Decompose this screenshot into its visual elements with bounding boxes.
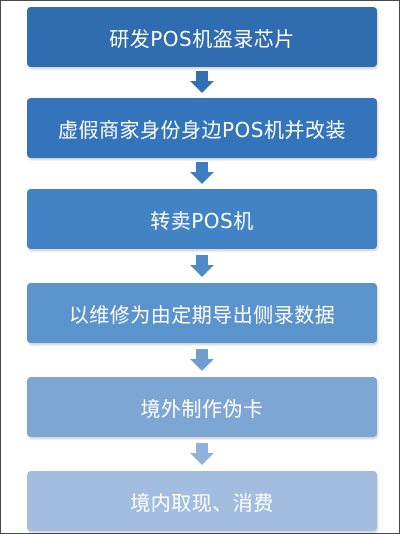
step-label: 虚假商家身份身边POS机并改装 <box>58 117 346 142</box>
down-arrow-shape <box>190 255 214 277</box>
down-arrow-shape <box>190 349 214 371</box>
down-arrow-path <box>190 71 214 93</box>
step-cash-withdrawal: 境内取现、消费 <box>27 471 377 531</box>
step-label: 转卖POS机 <box>150 208 254 233</box>
step-label: 研发POS机盗录芯片 <box>109 26 295 51</box>
down-arrow-path <box>190 255 214 277</box>
down-arrow-icon <box>190 255 214 277</box>
down-arrow-icon <box>190 71 214 93</box>
down-arrow-path <box>190 349 214 371</box>
down-arrow-icon <box>190 443 214 465</box>
down-arrow-shape <box>190 71 214 93</box>
step-fake-merchant: 虚假商家身份身边POS机并改装 <box>27 98 377 158</box>
down-arrow-path <box>190 443 214 465</box>
down-arrow-icon <box>190 349 214 371</box>
step-export-data: 以维修为由定期导出侧录数据 <box>27 283 377 343</box>
step-label: 以维修为由定期导出侧录数据 <box>68 302 336 327</box>
down-arrow-shape <box>190 162 214 184</box>
step-label: 境外制作伪卡 <box>140 396 264 421</box>
step-develop-chip: 研发POS机盗录芯片 <box>27 7 377 67</box>
down-arrow-path <box>190 162 214 184</box>
down-arrow-shape <box>190 443 214 465</box>
down-arrow-icon <box>190 162 214 184</box>
step-make-fake-card: 境外制作伪卡 <box>27 377 377 437</box>
step-resell-pos: 转卖POS机 <box>27 189 377 249</box>
step-label: 境内取现、消费 <box>130 490 274 515</box>
